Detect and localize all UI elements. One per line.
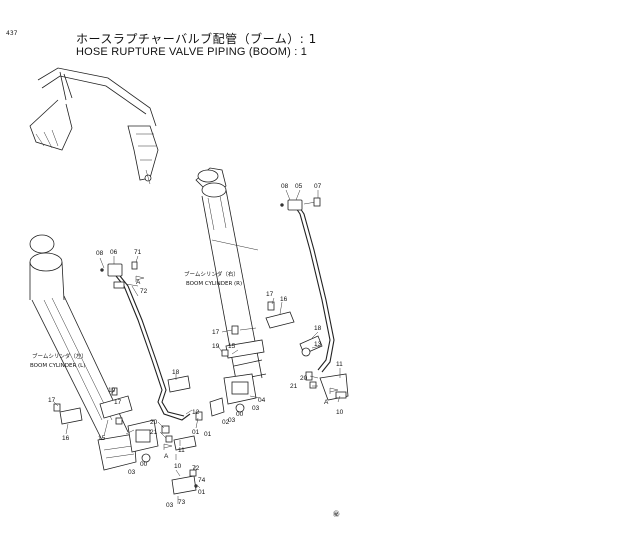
pipe-right <box>295 207 335 373</box>
callout-20: 20 <box>300 375 308 382</box>
callout-02: 02 <box>222 419 230 426</box>
callout-00: 00 <box>236 411 244 418</box>
callout-01: 01 <box>204 431 212 438</box>
callout-17: 17 <box>212 329 220 336</box>
callout-03: 03 <box>128 469 136 476</box>
callout-13: 13 <box>314 341 322 348</box>
callout-11: 11 <box>178 447 185 454</box>
callout-16: 16 <box>280 296 288 303</box>
fittings <box>53 197 349 495</box>
callout-18: 18 <box>314 325 322 332</box>
callout-72: 72 <box>192 465 200 472</box>
callout-17: 17 <box>266 291 274 298</box>
leader-lines <box>53 189 341 504</box>
title-japanese: ホースラプチャーバルブ配管（ブーム）: 1 <box>76 32 317 46</box>
callout-71: 71 <box>134 249 142 256</box>
callout-03: 03 <box>252 405 260 412</box>
callout-a: A <box>136 279 141 286</box>
callout-10: 10 <box>336 409 344 416</box>
callout-17: 17 <box>48 397 56 404</box>
boom-cylinder-left <box>29 234 137 471</box>
callout-74: 74 <box>198 477 206 484</box>
callout-a: A <box>164 453 169 460</box>
callout-08: 08 <box>281 183 289 190</box>
pipe-left <box>115 275 191 421</box>
callout-15: 15 <box>228 343 236 350</box>
caption-boom-left-jp: ブームシリンダ（左） <box>32 352 87 360</box>
callout-a: A <box>324 399 329 406</box>
callout-01: 01 <box>198 489 206 496</box>
callout-03: 03 <box>228 417 236 424</box>
title-english: HOSE RUPTURE VALVE PIPING (BOOM) : 1 <box>76 46 308 58</box>
page-number: 437 <box>6 30 18 37</box>
callout-72: 72 <box>140 288 148 295</box>
confidential-mark: ㊙ <box>333 510 340 518</box>
callout-19: 19 <box>108 387 116 394</box>
callout-73: 73 <box>178 499 186 506</box>
caption-boom-right-en: BOOM CYLINDER (R) <box>186 281 242 287</box>
excavator-overview <box>29 67 159 185</box>
caption-boom-right-jp: ブームシリンダ（右） <box>184 270 239 278</box>
callout-00: 00 <box>140 461 148 468</box>
callout-17: 17 <box>114 399 122 406</box>
callout-08: 08 <box>96 250 104 257</box>
callout-01: 01 <box>192 429 200 436</box>
callouts: 08 05 07 08 06 71 A 72 17 16 17 18 19 15… <box>48 183 344 509</box>
callout-21: 21 <box>150 429 158 436</box>
callout-11: 11 <box>336 361 343 368</box>
callout-19: 19 <box>212 343 220 350</box>
callout-15: 15 <box>98 435 106 442</box>
callout-10: 10 <box>174 463 182 470</box>
callout-12: 12 <box>192 409 200 416</box>
callout-05: 05 <box>295 183 303 190</box>
caption-boom-left-en: BOOM CYLINDER (L) <box>30 363 85 369</box>
callout-16: 16 <box>62 435 70 442</box>
callout-18: 18 <box>172 369 180 376</box>
callout-06: 06 <box>110 249 118 256</box>
section-flags <box>135 275 339 450</box>
callout-20: 20 <box>150 419 158 426</box>
callout-07: 07 <box>314 183 322 190</box>
callout-21: 21 <box>290 383 298 390</box>
callout-03: 03 <box>166 502 174 509</box>
callout-04: 04 <box>258 397 266 404</box>
